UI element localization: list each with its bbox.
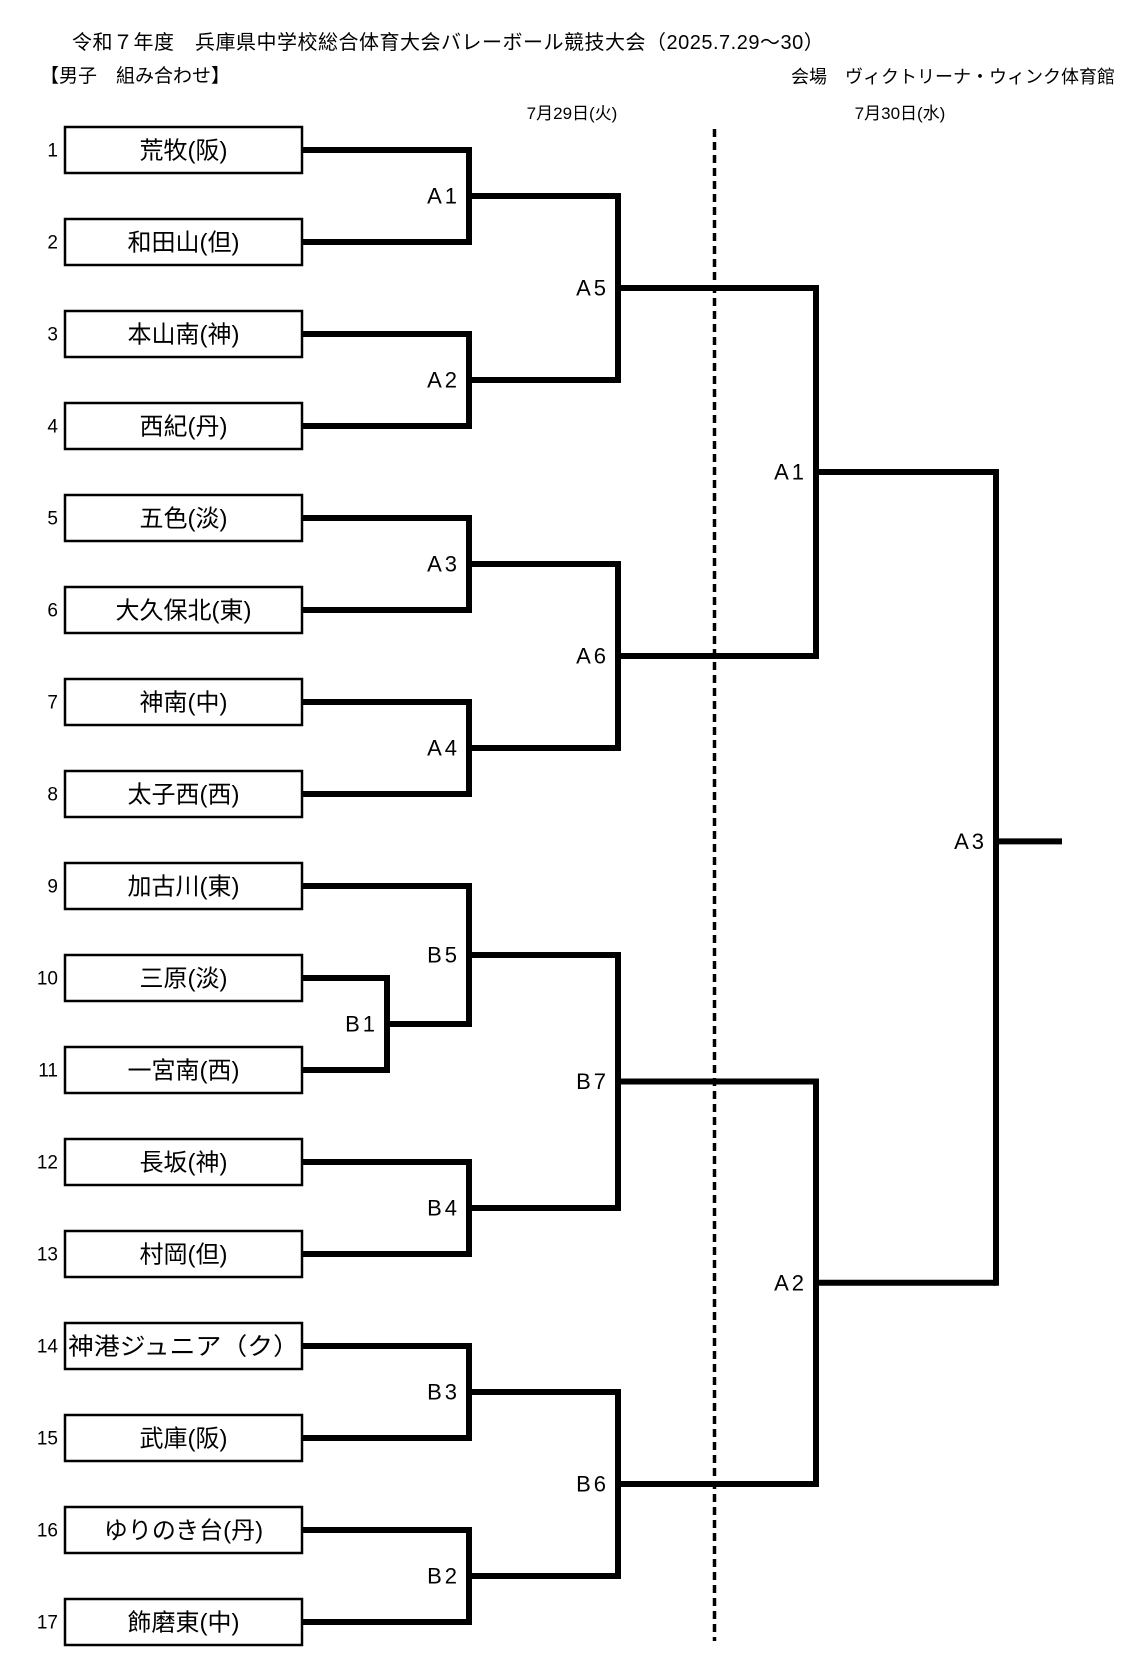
match-label: B7 bbox=[576, 1069, 609, 1094]
team-name: ゆりのき台(丹) bbox=[104, 1517, 263, 1544]
match-label: A3 bbox=[427, 552, 460, 577]
team-seed: 11 bbox=[38, 1061, 58, 1082]
team-seed: 8 bbox=[47, 785, 58, 806]
team-seed: 13 bbox=[37, 1245, 58, 1266]
match-label: A1 bbox=[427, 184, 460, 209]
venue-label: 会場 ヴィクトリーナ・ウィンク体育館 bbox=[791, 67, 1115, 87]
team-name: 長坂(神) bbox=[140, 1149, 228, 1176]
team-name: 五色(淡) bbox=[140, 505, 228, 532]
team-seed: 10 bbox=[37, 969, 58, 990]
team-seed: 16 bbox=[37, 1521, 58, 1542]
team-name: 加古川(東) bbox=[128, 873, 240, 900]
team-name: 太子西(西) bbox=[128, 781, 240, 808]
team-name: 三原(淡) bbox=[140, 965, 228, 992]
division-label: 【男子 組み合わせ】 bbox=[40, 66, 231, 87]
match-label: B3 bbox=[427, 1380, 460, 1405]
team-name: 本山南(神) bbox=[128, 321, 240, 348]
team-name: 和田山(但) bbox=[128, 229, 240, 256]
match-label: B6 bbox=[576, 1472, 609, 1497]
match-label: A2 bbox=[774, 1270, 807, 1295]
team-seed: 9 bbox=[47, 877, 58, 898]
match-label: B4 bbox=[427, 1196, 460, 1221]
team-seed: 7 bbox=[47, 693, 58, 714]
team-name: 一宮南(西) bbox=[128, 1057, 240, 1084]
team-seed: 6 bbox=[47, 601, 58, 622]
match-label: A2 bbox=[427, 368, 460, 393]
match-label: B2 bbox=[427, 1564, 460, 1589]
team-seed: 15 bbox=[37, 1429, 58, 1450]
team-seed: 14 bbox=[37, 1337, 59, 1358]
team-seed: 3 bbox=[47, 325, 58, 346]
team-seed: 4 bbox=[47, 417, 58, 438]
team-name: 武庫(阪) bbox=[140, 1425, 228, 1452]
team-seed: 2 bbox=[47, 233, 58, 254]
team-seed: 12 bbox=[37, 1153, 58, 1174]
team-name: 大久保北(東) bbox=[116, 597, 252, 624]
team-name: 西紀(丹) bbox=[140, 413, 228, 440]
match-label: B1 bbox=[345, 1012, 378, 1037]
match-label: A5 bbox=[576, 276, 609, 301]
team-seed: 5 bbox=[47, 509, 58, 530]
match-label: A4 bbox=[427, 736, 460, 761]
team-name: 荒牧(阪) bbox=[140, 137, 228, 164]
team-name: 神港ジュニア（ク） bbox=[68, 1333, 299, 1360]
match-label: A3 bbox=[954, 829, 987, 854]
match-label: B5 bbox=[427, 943, 460, 968]
page-title: 令和７年度 兵庫県中学校総合体育大会バレーボール競技大会（2025.7.29～3… bbox=[72, 32, 825, 54]
team-name: 神南(中) bbox=[140, 689, 228, 716]
team-seed: 1 bbox=[47, 141, 58, 162]
match-label: A6 bbox=[576, 644, 609, 669]
date-day1-label: 7月29日(火) bbox=[526, 104, 618, 123]
team-name: 飾磨東(中) bbox=[128, 1609, 240, 1636]
date-day2-label: 7月30日(水) bbox=[854, 104, 946, 123]
team-name: 村岡(但) bbox=[140, 1241, 228, 1268]
team-seed: 17 bbox=[37, 1613, 58, 1634]
match-label: A1 bbox=[774, 460, 807, 485]
